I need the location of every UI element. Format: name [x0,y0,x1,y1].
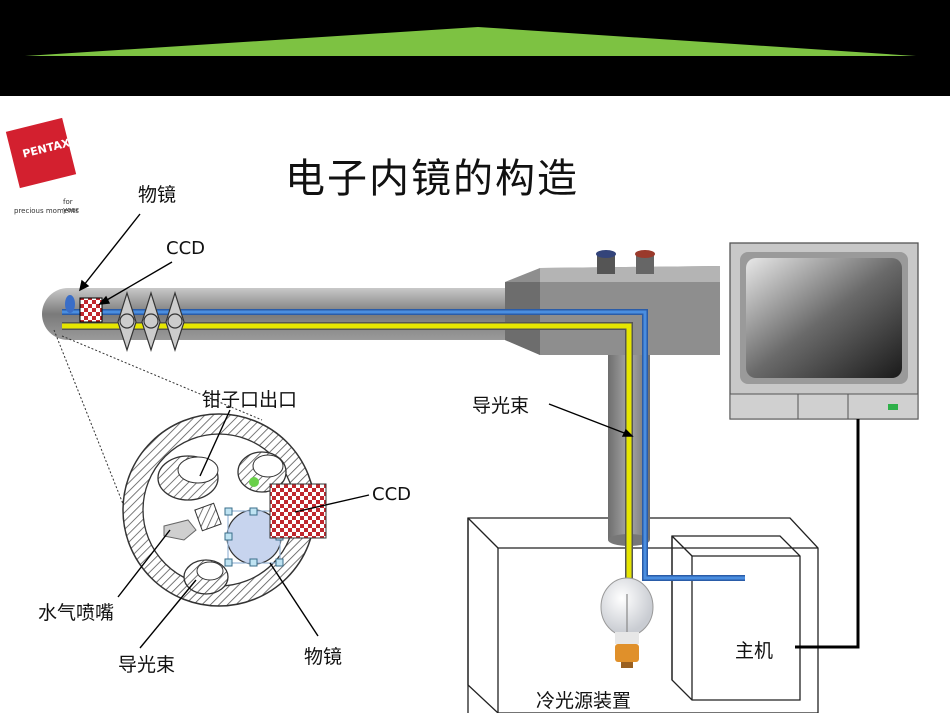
light-source-box [467,517,819,713]
monitor [729,242,919,420]
label-water-air-nozzle: 水气喷嘴 [38,602,115,624]
leader-lines [78,213,634,649]
pentax-logo: PENTAX for your precious moments [5,117,90,222]
label-cold-light-source: 冷光源装置 [536,690,632,712]
light-bulb [600,577,654,668]
objective-lens-tip [65,295,75,313]
label-light-guide-main: 导光束 [472,395,530,417]
tip-cross-section [53,329,327,607]
suction-valve [597,254,615,274]
page-title: 电子内镜的构造 [285,156,579,202]
air-water-valve [636,254,654,274]
monitor-cable [795,419,860,649]
label-ccd-detail: CCD [372,484,411,505]
lens-elements [117,290,185,352]
ccd-chip-tip [79,297,103,323]
label-objective-detail: 物镜 [304,646,343,668]
header-accent [25,27,916,56]
label-light-guide-detail: 导光束 [118,654,176,676]
logo-tagline-2: precious moments [14,207,79,215]
label-host: 主机 [735,640,774,662]
label-forceps-outlet: 钳子口出口 [202,389,298,411]
logo-tagline-1: for your [63,198,79,214]
label-ccd-top: CCD [166,238,205,259]
label-objective-top: 物镜 [138,184,177,206]
